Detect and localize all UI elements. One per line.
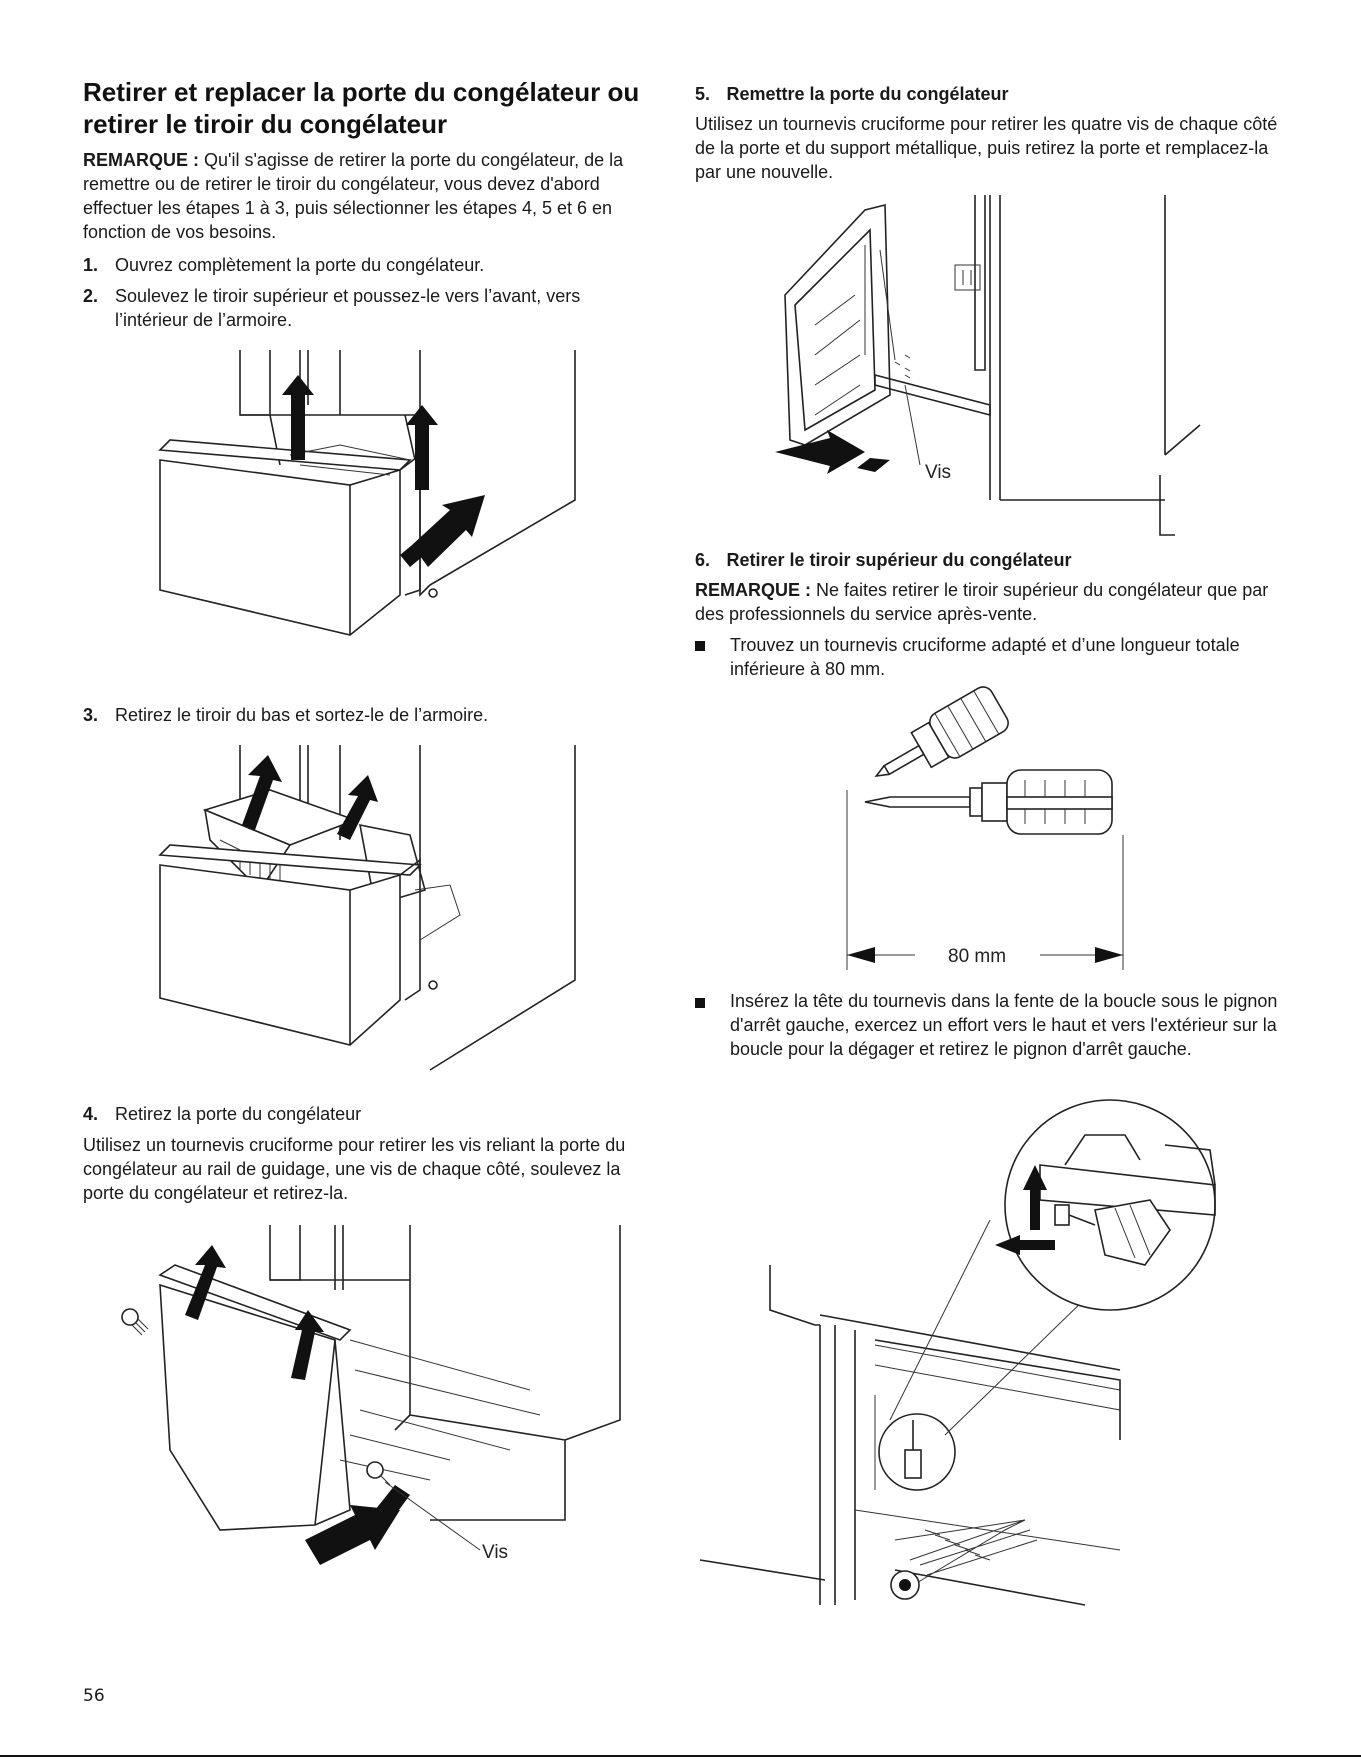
footer-divider [0, 1755, 1361, 1757]
bullet-marker [695, 641, 705, 651]
step-3-text: Retirez le tiroir du bas et sortez-le de… [115, 705, 489, 725]
step-2-number: 2. [83, 286, 99, 306]
step-4-text: Retirez la porte du congélateur [115, 1104, 362, 1124]
figure-step-3 [158, 745, 576, 1071]
dimension-label: 80 mm [948, 946, 1006, 967]
step-6-number: 6. [695, 550, 711, 570]
figure-step-5: Vis [775, 195, 1201, 536]
figure-stop-pinion [699, 1099, 1216, 1606]
figure-5-label: Vis [925, 462, 951, 483]
step-2-text: Soulevez le tiroir supérieur et poussez-… [115, 286, 581, 330]
page-title: Retirer et replacer la porte du congélat… [83, 77, 640, 139]
note-text: Ne faites retirer le tiroir supérieur du… [695, 580, 1269, 624]
page-number: 56 [83, 1686, 105, 1706]
step-4-description: Utilisez un tournevis cruciforme pour re… [83, 1135, 626, 1203]
intro-note: REMARQUE : Qu'il s'agisse de retirer la … [83, 148, 668, 244]
bullet-marker [695, 998, 705, 1008]
step-5-title: Remettre la porte du congélateur [726, 84, 1009, 104]
step-5-heading: 5. Remettre la porte du congélateur [695, 82, 1295, 106]
step-6-title: Retirer le tiroir supérieur du congélate… [726, 550, 1072, 570]
step-1-text: Ouvrez complètement la porte du congélat… [115, 255, 485, 275]
step-3-number: 3. [83, 705, 99, 725]
figure-step-4: Vis [121, 1225, 621, 1565]
step-6-note: REMARQUE : Ne faites retirer le tiroir s… [695, 578, 1285, 626]
note-text: Qu'il s'agisse de retirer la porte du co… [83, 150, 624, 242]
bullet-1-text: Trouvez un tournevis cruciforme adapté e… [730, 635, 1240, 679]
step-4-number: 4. [83, 1104, 99, 1124]
note-label: REMARQUE : [695, 580, 811, 600]
figure-step-2 [158, 350, 576, 636]
figure-screwdrivers: 80 mm [846, 686, 1124, 970]
figure-4-label: Vis [482, 1542, 508, 1563]
step-6-heading: 6. Retirer le tiroir supérieur du congél… [695, 548, 1295, 572]
step-1-number: 1. [83, 255, 99, 275]
step-5-description: Utilisez un tournevis cruciforme pour re… [695, 114, 1278, 182]
note-label: REMARQUE : [83, 150, 199, 170]
bullet-2-text: Insérez la tête du tournevis dans la fen… [730, 991, 1278, 1059]
step-5-number: 5. [695, 84, 711, 104]
